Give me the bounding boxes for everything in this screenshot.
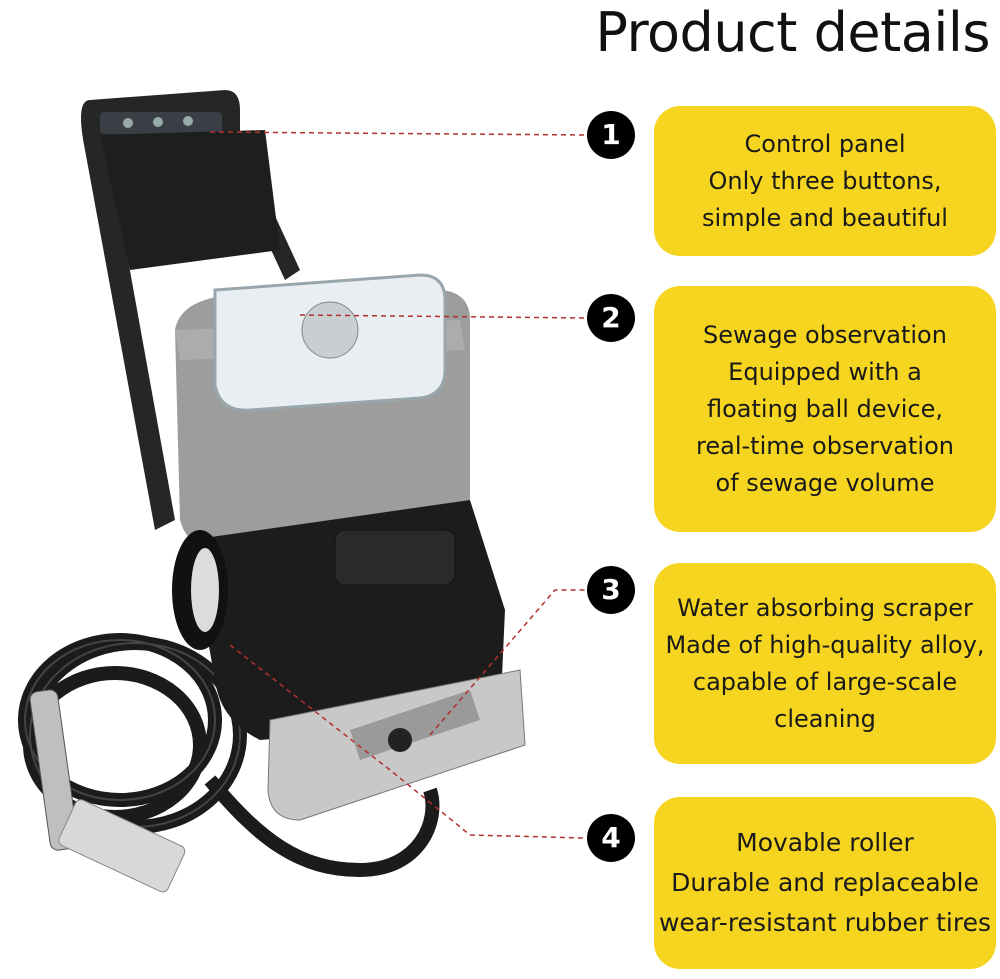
feature-card-line: Sewage observation xyxy=(703,320,947,349)
feature-badge-3: 3 xyxy=(587,566,635,614)
feature-card-line: real-time observation xyxy=(696,431,954,460)
feature-card-control-panel: Control panel Only three buttons, simple… xyxy=(654,106,996,256)
feature-card-line: Made of high-quality alloy, xyxy=(665,630,985,659)
feature-card-line: Equipped with a xyxy=(728,357,922,386)
feature-badge-2: 2 xyxy=(587,294,635,342)
feature-card-line: Durable and replaceable xyxy=(671,868,979,897)
feature-badge-4: 4 xyxy=(587,814,635,862)
feature-card-line: Only three buttons, xyxy=(708,166,942,195)
page-title: Product details xyxy=(595,1,990,64)
feature-card-line: cleaning xyxy=(774,704,876,733)
feature-card-roller: Movable roller Durable and replaceable w… xyxy=(654,797,996,969)
feature-card-line: floating ball device, xyxy=(706,394,944,423)
feature-card-line: Water absorbing scraper xyxy=(677,593,973,622)
feature-card-line: simple and beautiful xyxy=(702,203,948,232)
carpet-extractor-image xyxy=(18,90,526,893)
feature-card-line: capable of large-scale xyxy=(692,667,958,696)
feature-badge-1: 1 xyxy=(587,111,635,159)
feature-card-scraper: Water absorbing scraper Made of high-qua… xyxy=(654,563,996,764)
feature-card-sewage-observation: Sewage observation Equipped with a float… xyxy=(654,286,996,532)
feature-card-line: Movable roller xyxy=(736,828,914,857)
feature-card-line: wear-resistant rubber tires xyxy=(658,908,992,937)
feature-card-line: Control panel xyxy=(744,129,906,158)
feature-card-line: of sewage volume xyxy=(715,468,935,497)
